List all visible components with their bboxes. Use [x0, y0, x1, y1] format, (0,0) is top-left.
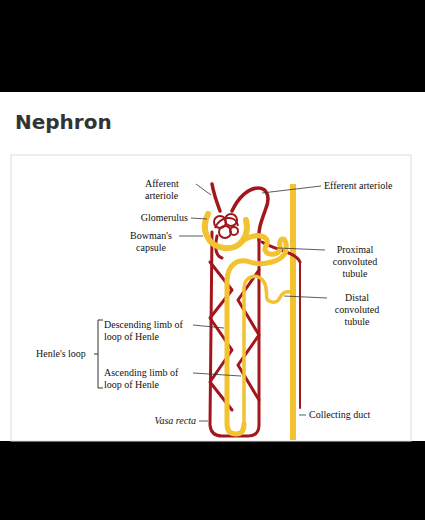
arterioles [212, 184, 268, 240]
top-band [0, 0, 425, 92]
leader-line [278, 248, 325, 250]
leader-line [199, 421, 208, 422]
vasa-recta [210, 232, 300, 436]
part-label: Glomerulus [141, 212, 188, 224]
part-label: Collecting duct [309, 409, 370, 421]
part-label: Efferent arteriole [324, 180, 392, 192]
glomerulus-tuft [214, 214, 238, 238]
bottom-band [0, 441, 425, 520]
leader-line [193, 325, 224, 328]
leader-line [262, 186, 321, 193]
leader-line [196, 184, 211, 195]
leader-line [191, 218, 207, 219]
renal-tubule [227, 236, 290, 434]
leader-line [179, 236, 203, 237]
diagram-panel [11, 155, 411, 441]
part-label: Proximal convoluted tubule [328, 244, 382, 280]
part-label: Distal convoluted tubule [330, 292, 384, 328]
bracket [94, 320, 103, 388]
part-label: Vasa recta [154, 415, 196, 427]
part-label: Henle's loop [36, 348, 86, 360]
collecting-duct [290, 184, 296, 440]
bowmans-capsule [205, 214, 247, 248]
part-label: Bowman's capsule [126, 230, 176, 254]
part-label: Descending limb of loop of Henle [104, 319, 190, 343]
leader-line [193, 373, 241, 376]
leader-line [284, 296, 327, 298]
leader-line [299, 415, 306, 416]
figure-title: Nephron [15, 110, 112, 134]
part-label: Ascending limb of loop of Henle [104, 367, 190, 391]
part-label: Afferent arteriole [145, 178, 193, 202]
